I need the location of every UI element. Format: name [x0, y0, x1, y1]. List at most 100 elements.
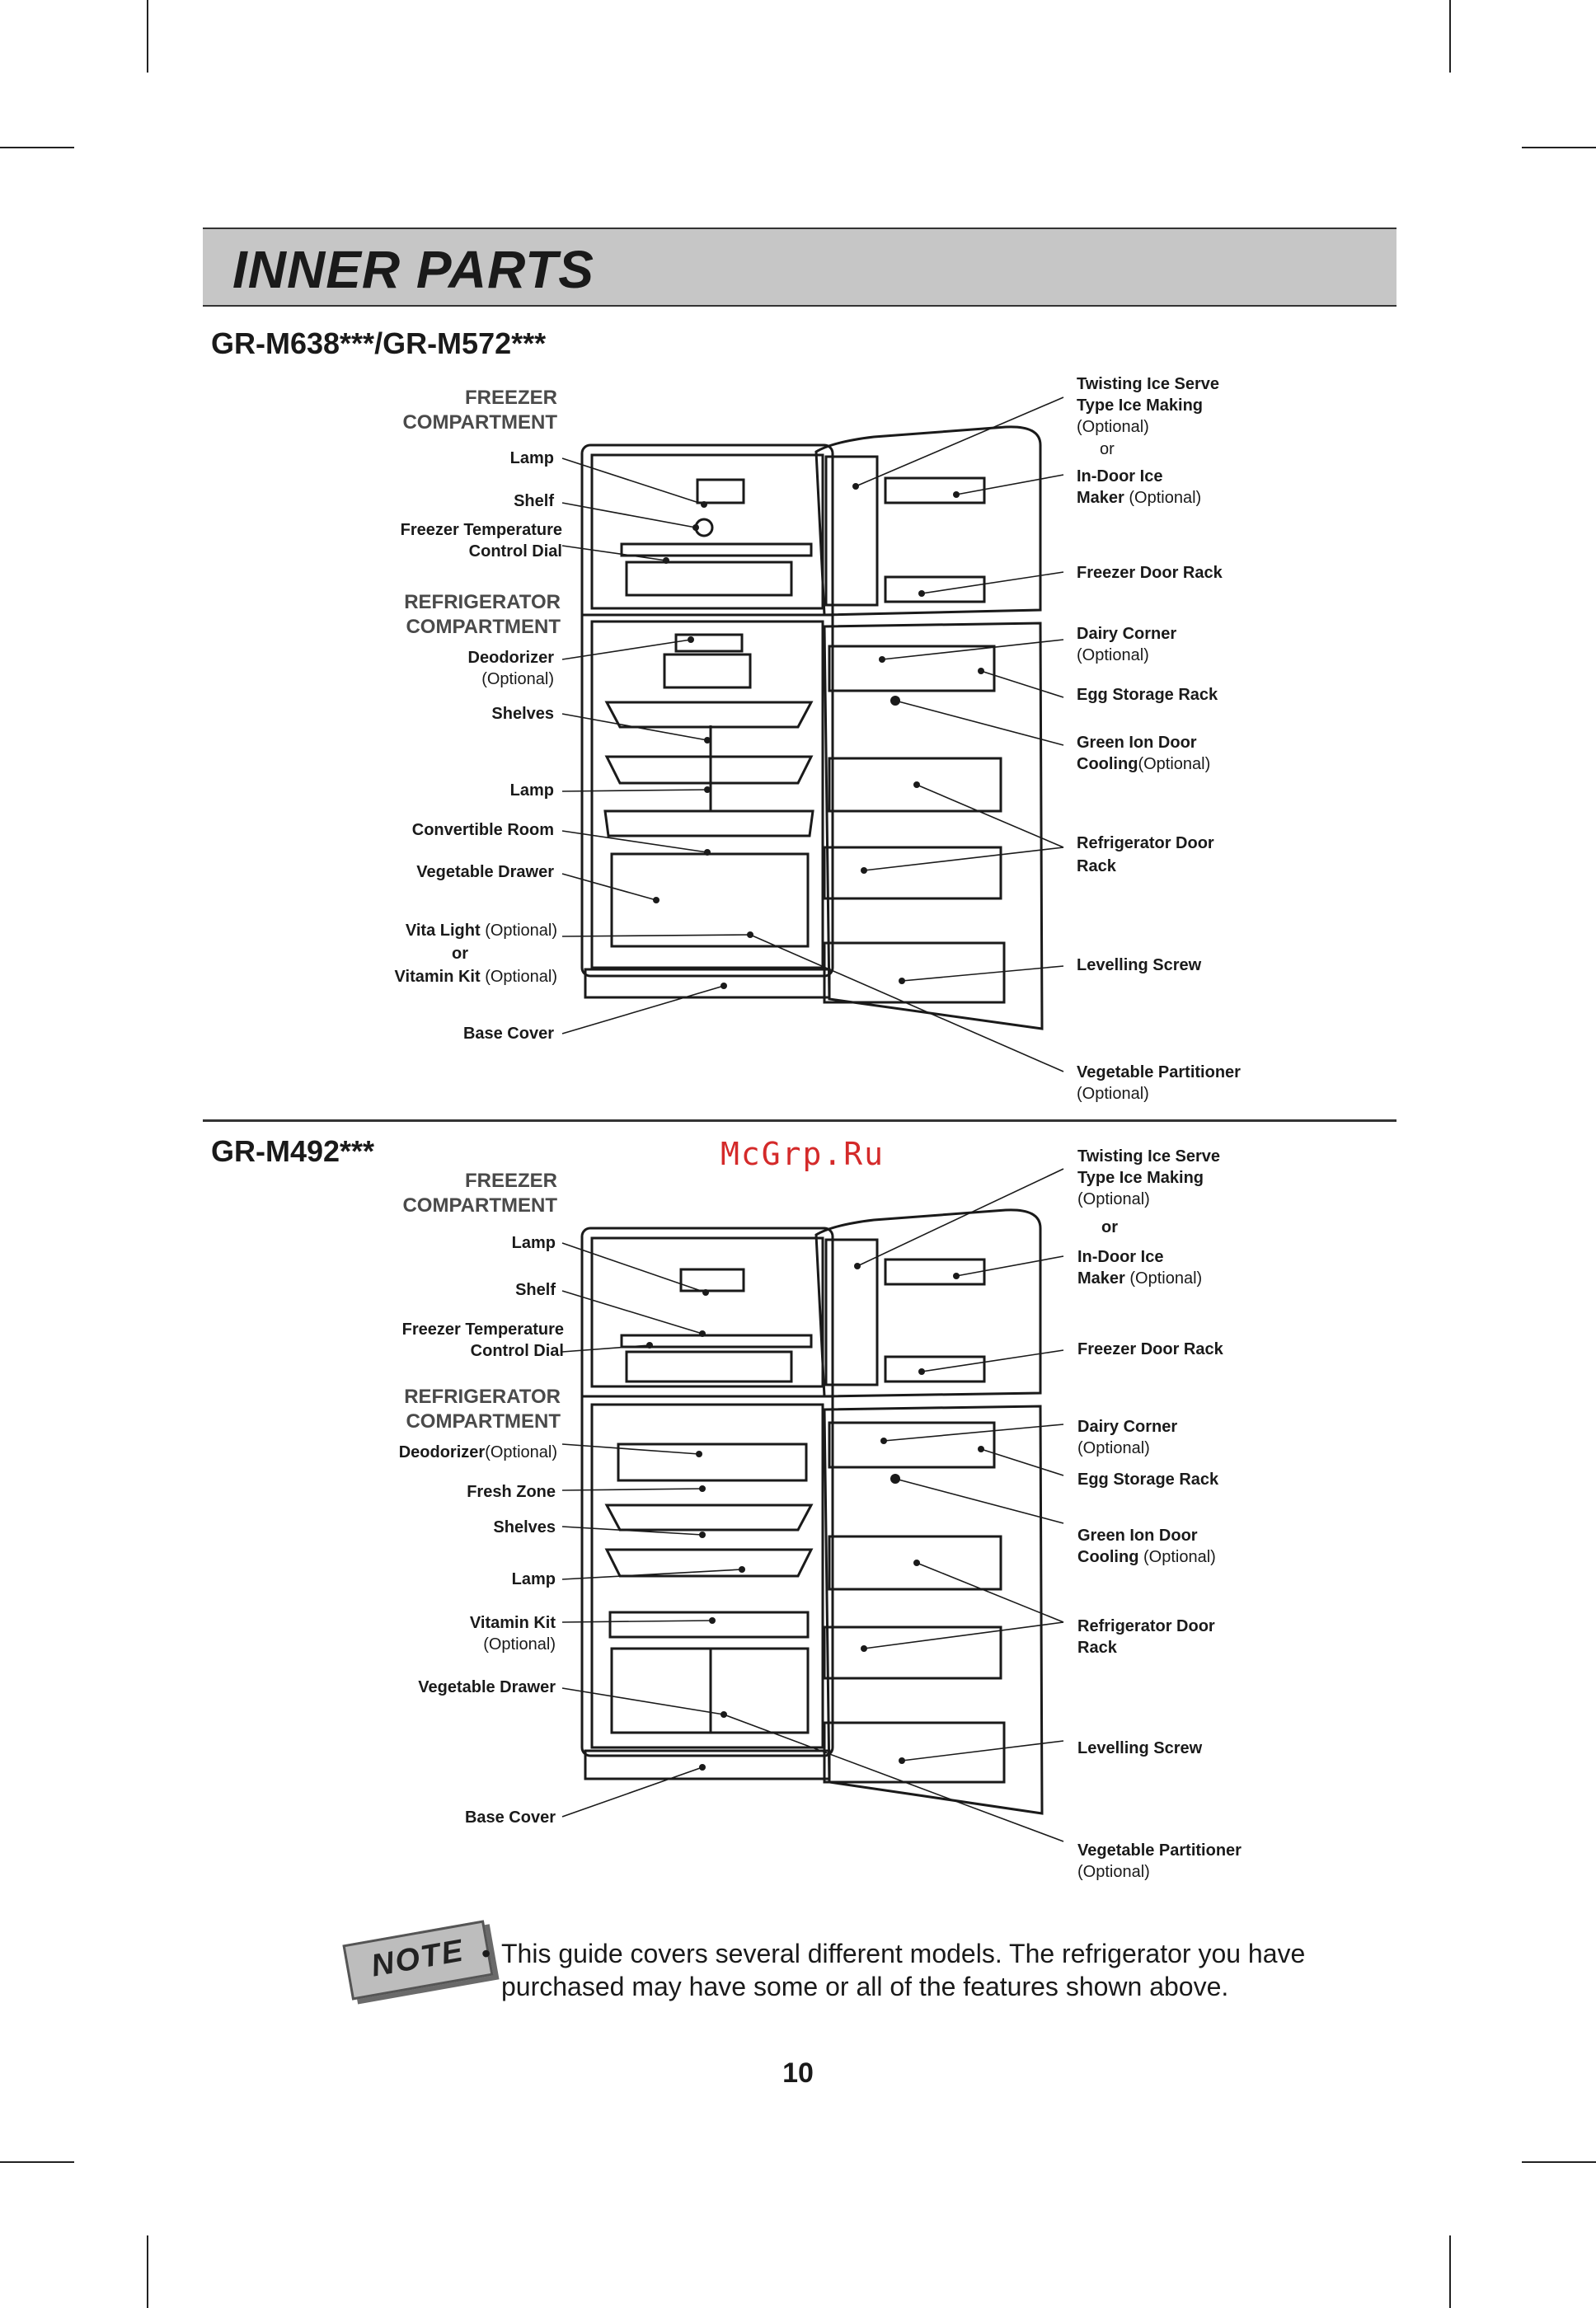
label-optional: (Optional): [483, 1635, 556, 1654]
label-twisting-ice: Twisting Ice Serve Type Ice Making (Opti…: [1077, 373, 1219, 438]
label-line: Control Dial: [470, 1342, 564, 1360]
label-levelling-screw: Levelling Screw: [1077, 1739, 1203, 1757]
label-line: Freezer Temperature: [400, 521, 562, 539]
label-refrigerator-door-rack: Refrigerator Door Rack: [1077, 1616, 1215, 1658]
refrigerator-compartment-heading: REFRIGERATOR COMPARTMENT: [330, 590, 561, 640]
label-line: Deodorizer: [467, 649, 554, 667]
label-line: Twisting Ice Serve: [1077, 375, 1220, 393]
label-or: or: [1100, 440, 1115, 458]
crop-mark: [147, 2235, 148, 2308]
label-line: Twisting Ice Serve: [1077, 1147, 1221, 1166]
label-line: Vegetable Partitioner: [1077, 1841, 1242, 1860]
label-lamp: Lamp: [509, 449, 554, 467]
label-line: Dairy Corner: [1077, 625, 1177, 643]
refrigerator-compartment-heading: REFRIGERATOR COMPARTMENT: [330, 1385, 561, 1434]
label-shelves: Shelves: [493, 1518, 556, 1536]
section-divider: [203, 1119, 1396, 1122]
label-optional: (Optional): [1077, 1863, 1150, 1881]
label-line: Vegetable Partitioner: [1077, 1063, 1241, 1081]
label-optional: (Optional): [485, 922, 557, 940]
label-line: In-Door Ice: [1077, 1248, 1164, 1266]
label-text: Vita Light: [405, 922, 481, 940]
watermark: McGrp.Ru: [721, 1136, 885, 1172]
model-title: GR-M638***/GR-M572***: [211, 326, 547, 360]
label-deodorizer: Deodorizer (Optional): [379, 647, 554, 690]
label-egg-storage-rack: Egg Storage Rack: [1077, 686, 1218, 704]
label-vitamin-kit: Vitamin Kit (Optional): [379, 1612, 556, 1655]
label-vita-light: Vita Light (Optional): [346, 920, 557, 941]
label-dairy-corner: Dairy Corner (Optional): [1077, 1416, 1177, 1459]
label-line: Green Ion Door: [1077, 734, 1197, 752]
label-lamp-fridge: Lamp: [509, 781, 554, 800]
label-optional: (Optional): [1077, 646, 1149, 664]
label-freezer-door-rack: Freezer Door Rack: [1077, 1340, 1223, 1358]
label-twisting-ice: Twisting Ice Serve Type Ice Making (Opti…: [1077, 1146, 1220, 1210]
label-line: Control Dial: [468, 542, 562, 561]
crop-mark: [0, 147, 74, 148]
label-optional: (Optional): [1143, 1548, 1216, 1566]
label-deodorizer: Deodorizer(Optional): [346, 1442, 557, 1463]
label-lamp-fridge: Lamp: [511, 1570, 556, 1588]
label-freezer-temp-dial: Freezer Temperature Control Dial: [330, 1319, 564, 1362]
heading-line: FREEZER: [464, 387, 557, 409]
label-vitamin-kit: Vitamin Kit (Optional): [330, 966, 557, 987]
label-optional: (Optional): [1077, 1439, 1150, 1457]
label-freezer-door-rack: Freezer Door Rack: [1077, 564, 1223, 582]
label-line: Rack: [1077, 857, 1116, 875]
label-in-door-ice-maker: In-Door Ice Maker (Optional): [1077, 466, 1201, 509]
label-line: Refrigerator Door: [1077, 1617, 1215, 1635]
label-line: Dairy Corner: [1077, 1418, 1178, 1436]
heading-line: COMPARTMENT: [406, 616, 561, 638]
label-refrigerator-door-rack: Refrigerator Door Rack: [1077, 833, 1214, 877]
label-text: Cooling: [1077, 1548, 1139, 1566]
label-shelf: Shelf: [515, 1281, 556, 1299]
page-title: INNER PARTS: [232, 240, 594, 299]
label-green-ion: Green Ion Door Cooling(Optional): [1077, 732, 1210, 775]
label-optional: (Optional): [1138, 755, 1211, 773]
label-optional: (Optional): [1129, 1269, 1203, 1288]
label-optional: (Optional): [485, 1443, 557, 1461]
label-vegetable-partitioner: Vegetable Partitioner (Optional): [1077, 1840, 1242, 1883]
label-optional: (Optional): [481, 670, 554, 688]
heading-line: COMPARTMENT: [402, 1194, 557, 1217]
label-text: Vitamin Kit: [394, 968, 481, 986]
label-in-door-ice-maker: In-Door Ice Maker (Optional): [1077, 1246, 1202, 1289]
label-or: or: [1101, 1218, 1118, 1236]
label-convertible-room: Convertible Room: [411, 821, 554, 839]
label-base-cover: Base Cover: [462, 1025, 554, 1043]
label-optional: (Optional): [1077, 418, 1149, 436]
label-optional: (Optional): [1077, 1085, 1149, 1103]
label-text: Maker: [1077, 489, 1124, 507]
label-line: Freezer Temperature: [401, 1321, 564, 1339]
heading-line: REFRIGERATOR: [404, 1386, 561, 1408]
label-line: In-Door Ice: [1077, 467, 1163, 486]
label-egg-storage-rack: Egg Storage Rack: [1077, 1471, 1219, 1489]
label-vegetable-partitioner: Vegetable Partitioner (Optional): [1077, 1062, 1241, 1105]
crop-mark: [1522, 147, 1596, 148]
label-vegetable-drawer: Vegetable Drawer: [418, 1678, 556, 1696]
heading-line: COMPARTMENT: [402, 411, 557, 434]
crop-mark: [1522, 2161, 1596, 2163]
label-fresh-zone: Fresh Zone: [467, 1483, 556, 1501]
label-optional: (Optional): [485, 968, 557, 986]
label-optional: (Optional): [1077, 1190, 1150, 1208]
label-text: Maker: [1077, 1269, 1125, 1288]
page-number: 10: [782, 2057, 814, 2089]
label-line: Refrigerator Door: [1077, 834, 1214, 852]
label-or: or: [452, 945, 468, 963]
label-lamp: Lamp: [511, 1234, 556, 1252]
label-levelling-screw: Levelling Screw: [1077, 956, 1202, 974]
section-banner: INNER PARTS: [203, 228, 1396, 307]
label-text: Cooling: [1077, 755, 1138, 773]
crop-mark: [1449, 2235, 1451, 2308]
heading-line: FREEZER: [464, 1170, 557, 1192]
bullet-icon: •: [481, 1939, 491, 1968]
label-green-ion: Green Ion Door Cooling (Optional): [1077, 1525, 1216, 1568]
model-title: GR-M492***: [211, 1134, 375, 1168]
freezer-compartment-heading: FREEZER COMPARTMENT: [330, 386, 557, 435]
label-text: Deodorizer: [398, 1443, 486, 1461]
label-base-cover: Base Cover: [464, 1808, 556, 1827]
note-body: This guide covers several different mode…: [501, 1939, 1306, 2001]
crop-mark: [147, 0, 148, 73]
